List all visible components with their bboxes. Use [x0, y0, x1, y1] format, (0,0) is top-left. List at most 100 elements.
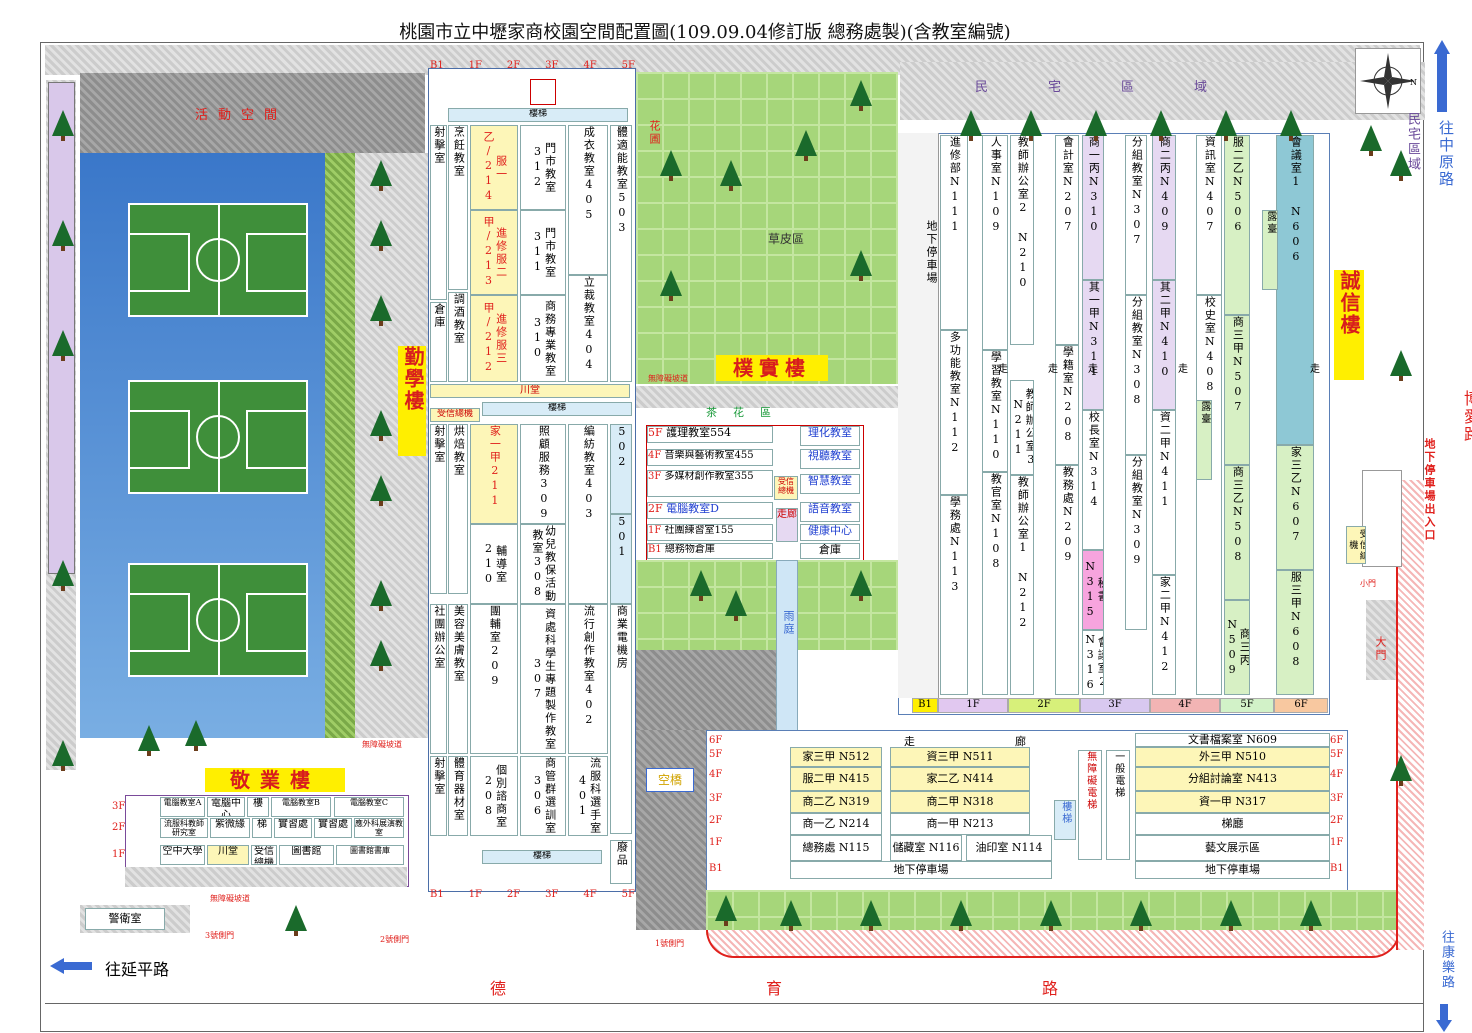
south-road-label: 德育路 — [490, 979, 1319, 998]
chengxin-room: 家三乙N607 — [1276, 445, 1314, 570]
activity-space — [80, 73, 425, 153]
platform: 露臺 — [1262, 210, 1278, 290]
chengxin-room-label: 商一丙N310 — [1087, 136, 1101, 235]
tree-icon — [720, 160, 742, 191]
chengxin-room-label: 教師辦公室3 N211 — [1011, 387, 1034, 468]
tea-garden-strip — [636, 386, 898, 408]
floor-label: 4F — [1330, 769, 1344, 780]
south-room: 資一甲 N317 — [1135, 791, 1330, 813]
tree-icon — [1390, 350, 1412, 381]
tree-icon — [660, 270, 682, 301]
residential-top-label: 民宅區域 — [975, 80, 1268, 95]
lawn-label: 草皮區 — [768, 232, 805, 246]
room-307: 資處科學生專題製作教室307 — [520, 604, 566, 754]
tree-icon — [52, 560, 74, 591]
chengxin-room: 秘書N315 — [1082, 550, 1104, 630]
chengxin-room: 其二甲N410 — [1152, 280, 1176, 410]
chengxin-room-label: 學籍室N208 — [1061, 346, 1075, 445]
soccer-pitch-3 — [128, 563, 308, 677]
room-211: 家一甲211 — [470, 424, 518, 524]
floor-label: 4F — [709, 769, 723, 780]
tree-icon — [52, 330, 74, 361]
pushi-2f: 2F 電腦教室D — [647, 502, 773, 519]
platform-label: 露臺 — [1264, 211, 1276, 235]
arrow-south-head-icon — [1436, 1020, 1452, 1032]
page-title: 桃園市立中壢家商校園空間配置圖(109.09.04修訂版 總務處製)(含教室編號… — [399, 22, 1011, 43]
tree-icon — [52, 740, 74, 771]
chengxin-room-label: 教師辦公室2 N210 — [1016, 136, 1030, 291]
room-bartending: 調酒教室 — [448, 292, 468, 382]
pushi-corridor: 走廊 — [776, 508, 798, 542]
north-road-label: 往中原路 — [1437, 120, 1455, 188]
jingye-room: 電腦中心 — [207, 797, 245, 817]
tree-icon — [715, 895, 737, 926]
tree-icon — [1020, 110, 1042, 141]
pushi-3f: 3F 多媒材創作教室355 — [647, 470, 773, 497]
main-gate: 大門 — [1374, 636, 1387, 662]
tree-icon — [725, 590, 747, 621]
parking-entrance-label: 地下停車場出入口 — [1423, 438, 1436, 542]
floor-label: 3F — [709, 793, 723, 804]
chengxin-room: 商三乙N508 — [1224, 465, 1250, 600]
room-208: 個別諮商室208 — [470, 756, 518, 836]
floor-label: B1 — [1330, 863, 1344, 874]
jingye-room: 川堂 — [207, 845, 249, 865]
chengxin-room: 教務處N209 — [1055, 465, 1079, 695]
cx-floor-2f: 2F — [1008, 698, 1080, 713]
south-stair: 樓梯 — [1054, 800, 1076, 840]
pushi-storage: 倉庫 — [800, 543, 860, 559]
chengxin-room-label: 教官室N108 — [989, 473, 1003, 572]
room-shooting-2: 射擊室 — [430, 424, 447, 594]
qinxue-label: 勤學樓 — [398, 346, 426, 456]
jingye-room: 圖書館 — [279, 845, 334, 865]
room-212: 進修服三甲/212 — [470, 295, 518, 382]
chengxin-room: 服三甲N608 — [1276, 570, 1314, 695]
south-room: 梯廳 — [1135, 813, 1330, 835]
chengxin-room: 其一甲N311 — [1082, 280, 1104, 410]
reception-east-label: 受信總機 — [1346, 526, 1366, 564]
chengxin-room-label: 商二丙N409 — [1158, 136, 1172, 235]
chuantang: 川堂 — [430, 384, 630, 398]
floor-label: 2F — [709, 815, 723, 826]
chengxin-room: 資二甲N411 — [1152, 410, 1176, 575]
room-310: 商務專業教室310 — [520, 295, 566, 382]
chengxin-room-label: 校史室N408 — [1203, 296, 1217, 395]
east-road-label: 博愛路 — [1461, 390, 1472, 444]
south-red-road — [706, 930, 1400, 958]
jingye-room: 電腦教室B — [271, 797, 331, 817]
room-402: 流行創作教室402 — [568, 604, 608, 754]
pushi-label: 樸實樓 — [716, 355, 828, 381]
rain-garden — [776, 560, 798, 732]
tree-icon — [860, 900, 882, 931]
tree-icon — [1040, 900, 1062, 931]
jingye-room: 實習處 — [314, 818, 352, 838]
pushi-b1: B1 總務物倉庫 — [647, 543, 773, 559]
chengxin-room-label: 家二甲N412 — [1158, 576, 1172, 675]
chengxin-room: 會議室1 N606 — [1276, 135, 1314, 445]
guard-room: 警衛室 — [85, 908, 165, 930]
chengxin-room: 進修部N111 — [940, 135, 968, 330]
chengxin-room: 教師辦公室3 N211 — [1010, 380, 1034, 475]
chengxin-room: 教師辦公室2 N210 — [1010, 135, 1034, 345]
jingye-label: 敬業樓 — [205, 768, 345, 792]
room-312: 門市教室312 — [520, 125, 566, 210]
tree-icon — [690, 570, 712, 601]
ramp-south: 無障礙坡道 — [210, 894, 250, 903]
chengxin-room-label: 其二甲N410 — [1158, 281, 1172, 380]
tree-icon — [850, 80, 872, 111]
floor-label: 6F — [709, 735, 723, 746]
pushi-health: 健康中心 — [800, 524, 860, 541]
room-308: 幼兒教保活動教室308 — [520, 524, 566, 604]
chengxin-room-label: 分組教室N307 — [1130, 136, 1144, 248]
west-road-label: 往延平路 — [105, 960, 170, 979]
main-gate-area — [1366, 600, 1396, 680]
jingye-room: 樓 — [247, 797, 269, 817]
lawn-south — [636, 560, 898, 650]
ramp-pushi: 無障礙坡道 — [648, 374, 688, 383]
south-room: 外三甲 N510 — [1135, 747, 1330, 767]
tree-icon — [1150, 110, 1172, 141]
cx-floor-6f: 6F — [1274, 698, 1328, 713]
floor-label: 3F — [112, 801, 126, 812]
chengxin-room: 多功能教室N112 — [940, 330, 968, 495]
